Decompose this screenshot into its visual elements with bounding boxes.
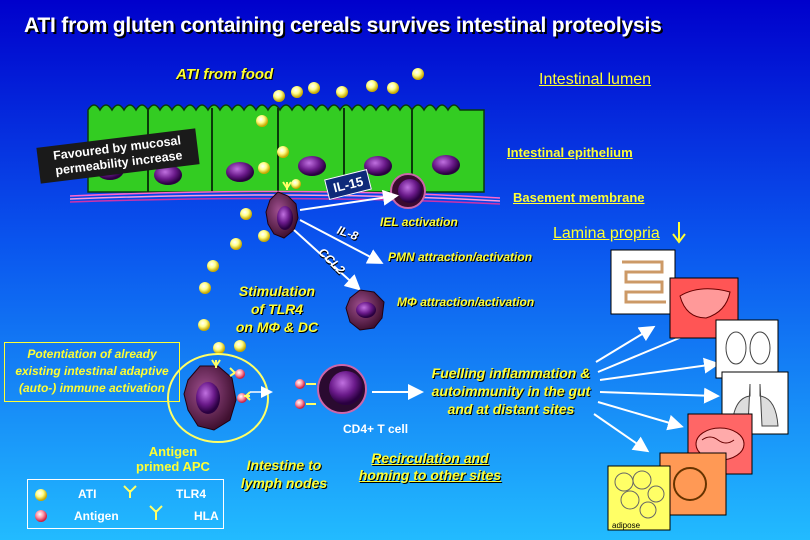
apc-label: Antigen primed APC [130,444,216,474]
intestine-lymph-line-2: lymph nodes [240,475,328,491]
recirculation-line-1: Recirculation and [371,450,489,466]
fuelling-label: Fuelling inflammation & autoimmunity in … [418,364,604,418]
intestinal-lumen-label: Intestinal lumen [539,71,652,88]
adipose-label: adipose [612,521,641,530]
cd4-label: CD4+ T cell [343,422,409,436]
iel-activation-label: IEL activation [380,215,458,229]
cd4-t-cell [295,364,367,414]
organ-liver-icon [669,277,739,339]
apc-line-2: primed APC [136,459,210,474]
fuelling-line-2: autoimmunity in the gut [431,383,591,399]
stimulation-line-2: of TLR4 [250,301,304,317]
epithelial-nucleus [432,155,460,175]
legend-symbols [35,485,163,522]
legend-ati-label: ATI [78,487,97,501]
recirculation-line-2: homing to other sites [358,467,502,483]
intestine-lymph-line-1: Intestine to [246,457,322,473]
organ-arrows [593,323,720,453]
apc-line-1: Antigen [148,444,198,459]
macrophage-cell [345,289,385,331]
legend-hla-label: HLA [194,509,219,523]
fuelling-line-3: and at distant sites [447,401,575,417]
legend [27,479,224,529]
legend-antigen-label: Antigen [74,509,119,523]
organ-kidney-icon [715,319,779,379]
organ-intestine-icon [610,249,676,315]
ati-from-food-label: ATI from food [176,66,274,83]
organ-adipose-icon [607,465,671,531]
lamina-propria-label: Lamina propria [553,225,660,242]
mphi-activation-label: MΦ attraction/activation [397,295,535,309]
potentiation-line-3: (auto-) immune activation [18,381,165,395]
legend-antigen-icon [35,510,47,522]
epithelial-nucleus [226,162,254,182]
macrophage-dc-cell [265,179,301,239]
epithelial-nucleus [298,156,326,176]
legend-hla-icon [149,505,163,520]
recirculation-label: Recirculation and homing to other sites [350,450,510,484]
page-title: ATI from gluten containing cereals survi… [24,14,662,37]
pmn-activation-label: PMN attraction/activation [388,250,533,264]
legend-ati-icon [35,489,47,501]
organ-joint-icon [659,452,727,516]
epithelial-nucleus [154,165,182,185]
stimulation-line-1: Stimulation [238,283,316,299]
potentiation-line-2: existing intestinal adaptive [15,364,169,378]
legend-tlr4-icon [123,485,137,498]
intestinal-epithelium-label: Intestinal epithelium [507,145,633,160]
antigen-primed-apc [167,353,269,443]
potentiation-line-1: Potentiation of already [27,347,157,361]
basement-membrane-label: Basement membrane [513,190,645,205]
fuelling-line-1: Fuelling inflammation & [431,365,591,381]
basement-membrane [69,190,501,205]
potentiation-note: Potentiation of already existing intesti… [4,342,180,402]
lamina-propria-arrow-icon [672,222,686,244]
epithelial-nucleus [364,156,392,176]
stimulation-label: Stimulation of TLR4 on MΦ & DC [222,282,332,336]
stimulation-line-3: on MΦ & DC [235,319,319,335]
signal-arrows [293,189,399,291]
ati-particles [198,68,424,354]
legend-tlr4-label: TLR4 [176,487,206,501]
iel-cell [390,173,426,209]
intestine-lymph-label: Intestine to lymph nodes [234,456,334,492]
